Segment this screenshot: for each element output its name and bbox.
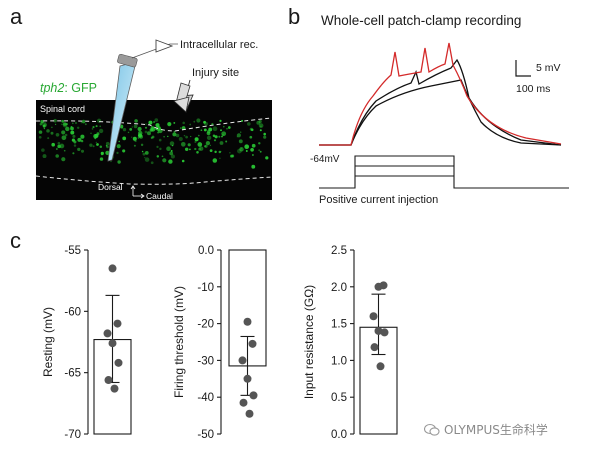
- caudal-label: Caudal: [146, 191, 173, 201]
- data-point: [103, 329, 112, 338]
- y-axis-label: Resting (mV): [41, 307, 55, 377]
- y-axis-label: Input resistance (GΩ): [302, 285, 316, 399]
- y-tick-label: -10: [197, 282, 214, 294]
- panel-c-charts: -55 -60 -65 -70 Resting (mV) 0.0 -10 -20 -30 -40 -…: [41, 245, 398, 441]
- scale-bar: [515, 60, 531, 77]
- data-point: [243, 374, 252, 383]
- trace-black-low: [319, 79, 562, 146]
- reporter-label: tph2: GFP: [40, 81, 97, 95]
- wechat-icon: [424, 423, 440, 436]
- pipette-label: Intracellular rec.: [180, 39, 258, 51]
- y-tick-label: -40: [197, 392, 214, 404]
- data-point: [249, 391, 258, 400]
- y-tick-label: -55: [64, 245, 81, 257]
- y-tick-label: 1.5: [331, 319, 347, 331]
- data-point: [376, 362, 385, 371]
- triangle-marker-icon: [155, 39, 174, 53]
- data-point: [108, 339, 117, 348]
- injury-label: Injury site: [192, 67, 239, 79]
- stimulus-label: Positive current injection: [319, 194, 438, 206]
- data-point: [239, 398, 248, 407]
- data-point: [243, 317, 252, 326]
- trace-black-mid: [319, 58, 562, 146]
- data-point: [113, 319, 122, 328]
- data-point: [248, 339, 257, 348]
- y-tick-label: 0.5: [331, 392, 347, 404]
- y-tick-label: 2.0: [331, 282, 347, 294]
- lower-boundary-line: [35, 175, 273, 185]
- data-point: [245, 409, 254, 418]
- panel-a-letter: a: [10, 4, 23, 29]
- data-point: [238, 356, 247, 365]
- scale-ms-label: 100 ms: [516, 83, 550, 95]
- y-tick-label: 2.5: [331, 245, 347, 257]
- scale-mv-label: 5 mV: [536, 62, 561, 74]
- y-tick-label: -30: [197, 355, 214, 367]
- y-tick-label: 0.0: [198, 245, 214, 257]
- pipette-label-leader: [131, 43, 178, 59]
- resting-potential-label: -64mV: [310, 154, 340, 165]
- data-point: [104, 376, 113, 385]
- recording-title: Whole-cell patch-clamp recording: [321, 13, 521, 28]
- panel-c-letter: c: [10, 228, 21, 253]
- y-tick-label: -65: [64, 368, 81, 380]
- y-axis-label: Firing threshold (mV): [172, 286, 186, 398]
- data-point: [374, 326, 383, 335]
- data-point: [110, 384, 119, 393]
- panel-a-figure: tph2: GFP Intracellular rec. Injury site…: [35, 39, 273, 201]
- y-tick-label: 0.0: [331, 429, 347, 441]
- dorsal-label: Dorsal: [98, 182, 123, 192]
- data-point: [369, 312, 378, 321]
- data-point: [114, 358, 123, 367]
- trace-red: [319, 42, 562, 146]
- y-tick-label: -60: [64, 306, 81, 318]
- data-point: [370, 343, 379, 352]
- y-tick-label: -70: [64, 429, 81, 441]
- data-point: [108, 264, 117, 273]
- data-point: [379, 281, 388, 290]
- panel-b-figure: Whole-cell patch-clamp recording 5 mV 10…: [310, 13, 569, 206]
- data-point: [380, 328, 389, 337]
- panel-b-letter: b: [288, 4, 301, 29]
- stimulus-steps: [319, 155, 569, 189]
- y-tick-label: -20: [197, 319, 214, 331]
- watermark-text: OLYMPUS生命科学: [444, 423, 548, 437]
- y-tick-label: 1.0: [331, 355, 347, 367]
- tissue-label: Spinal cord: [40, 104, 85, 114]
- watermark: OLYMPUS生命科学: [424, 421, 548, 438]
- y-tick-label: -50: [197, 429, 214, 441]
- tissue-image: [36, 100, 272, 200]
